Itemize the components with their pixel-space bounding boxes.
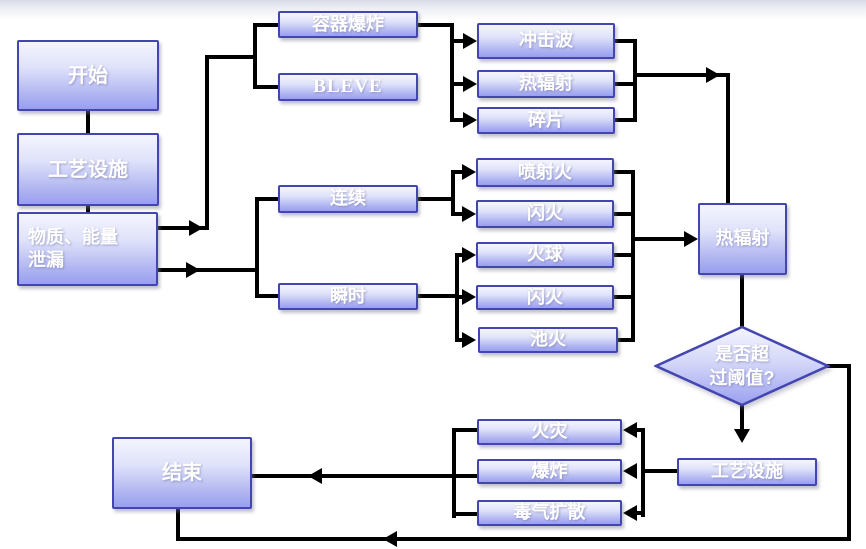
arrowhead-icon: [308, 468, 322, 484]
bracket-consequences-left: [452, 428, 456, 518]
bracket-explosion-effects: [450, 23, 454, 122]
arrowhead-icon: [623, 422, 637, 438]
stub-fragments: [450, 118, 464, 122]
bracket-explosion-group: [253, 23, 257, 89]
arrowhead-icon: [383, 531, 397, 547]
arrowhead-icon: [734, 429, 750, 443]
arrowhead-icon: [462, 289, 476, 305]
stub-shockwave: [450, 39, 464, 43]
stub-flash-fire-2: [455, 295, 464, 299]
arrowhead-icon: [623, 463, 637, 479]
edge-continuous-h: [418, 197, 455, 201]
edge-process2-h: [641, 469, 679, 473]
stub-flash-fire-1: [451, 212, 464, 216]
arrowhead-icon: [623, 505, 637, 521]
stub-thermal-top: [450, 82, 464, 86]
arrowhead-icon: [463, 76, 477, 92]
node-end: 结束: [112, 437, 252, 509]
node-jet-fire: 喷射火: [476, 158, 614, 187]
edge-loop-right: [826, 364, 851, 368]
edge-loop-bottom: [176, 537, 851, 541]
node-toxic-gas-dispersion: 毒气扩散: [477, 500, 622, 526]
stub-continuous: [255, 197, 280, 201]
bracket-consequences-right: [641, 428, 645, 517]
stub-pool-out: [613, 338, 635, 342]
stub-fragments-out: [613, 118, 635, 122]
edge-fires-h: [631, 237, 685, 241]
node-flash-fire-continuous: 闪火: [476, 200, 614, 228]
stub-toxic-in: [636, 511, 645, 515]
edge-leakage-up-h: [158, 226, 209, 230]
stub-flash2-out: [613, 295, 635, 299]
edge-leakage-down-h: [158, 268, 259, 272]
node-flash-fire-instant: 闪火: [476, 285, 614, 310]
stub-fire-in: [636, 428, 645, 432]
arrowhead-icon: [462, 247, 476, 263]
stub-flash1-out: [613, 212, 635, 216]
node-vessel-explosion: 容器爆炸: [278, 11, 418, 38]
edge-thermal-decision: [740, 273, 744, 329]
merge-fires: [631, 170, 635, 342]
node-start: 开始: [17, 40, 159, 111]
arrowhead-icon: [189, 220, 203, 236]
stub-thermal-top-out: [613, 82, 635, 86]
edge-consequences-end: [252, 474, 479, 478]
node-instantaneous: 瞬时: [278, 283, 418, 310]
edge-effects-v: [726, 73, 730, 205]
node-threshold-decision: 是否超 过阈值?: [709, 343, 775, 388]
node-shock-wave: 冲击波: [477, 23, 615, 59]
merge-explosion-effects: [633, 39, 637, 122]
decision-diamond-shape: [654, 325, 830, 407]
edge-effects-h: [633, 73, 728, 77]
arrowhead-icon: [462, 332, 476, 348]
edge-start-process: [86, 109, 90, 136]
arrowhead-icon: [706, 67, 720, 83]
edge-loop-down: [847, 364, 851, 541]
stub-pool-fire: [455, 338, 464, 342]
stub-fireball: [455, 253, 464, 257]
bracket-mode-group: [255, 197, 259, 298]
stub-toxic-out: [452, 512, 479, 516]
edge-instant-h: [418, 294, 459, 298]
stub-fireball-out: [613, 253, 635, 257]
node-pool-fire: 池火: [478, 327, 618, 353]
node-process-facility-top: 工艺设施: [17, 133, 159, 206]
edge-leakage-up-h2: [205, 55, 257, 59]
arrowhead-icon: [462, 206, 476, 222]
edge-vessel-h: [418, 23, 454, 27]
node-fireball: 火球: [476, 242, 614, 268]
stub-shockwave-out: [613, 39, 635, 43]
arrowhead-icon: [462, 164, 476, 180]
node-continuous: 连续: [278, 185, 418, 213]
stub-vessel-explosion: [253, 23, 280, 27]
edge-decision-process: [740, 403, 744, 432]
arrowhead-icon: [684, 231, 698, 247]
stub-bleve: [253, 85, 280, 89]
stub-jet-out: [613, 170, 635, 174]
stub-fire-out: [452, 428, 479, 432]
arrowhead-icon: [463, 112, 477, 128]
node-thermal-radiation-main: 热辐射: [698, 203, 787, 275]
node-fire: 火灾: [477, 419, 622, 445]
edge-loop-into-end: [176, 506, 180, 541]
stub-instantaneous: [255, 294, 280, 298]
edge-leakage-up-v: [205, 55, 209, 230]
node-leakage: 物质、能量 泄漏: [17, 212, 158, 286]
node-bleve: BLEVE: [278, 73, 418, 101]
node-thermal-radiation-top: 热辐射: [477, 70, 615, 98]
node-fragments: 碎片: [477, 107, 615, 134]
node-process-facility-bottom: 工艺设施: [677, 458, 817, 486]
node-explosion: 爆炸: [477, 459, 622, 484]
edge-process-leakage: [86, 204, 90, 214]
bracket-continuous-fires: [451, 170, 455, 216]
arrowhead-icon: [463, 33, 477, 49]
stub-jet-fire: [451, 170, 464, 174]
arrowhead-icon: [186, 262, 200, 278]
